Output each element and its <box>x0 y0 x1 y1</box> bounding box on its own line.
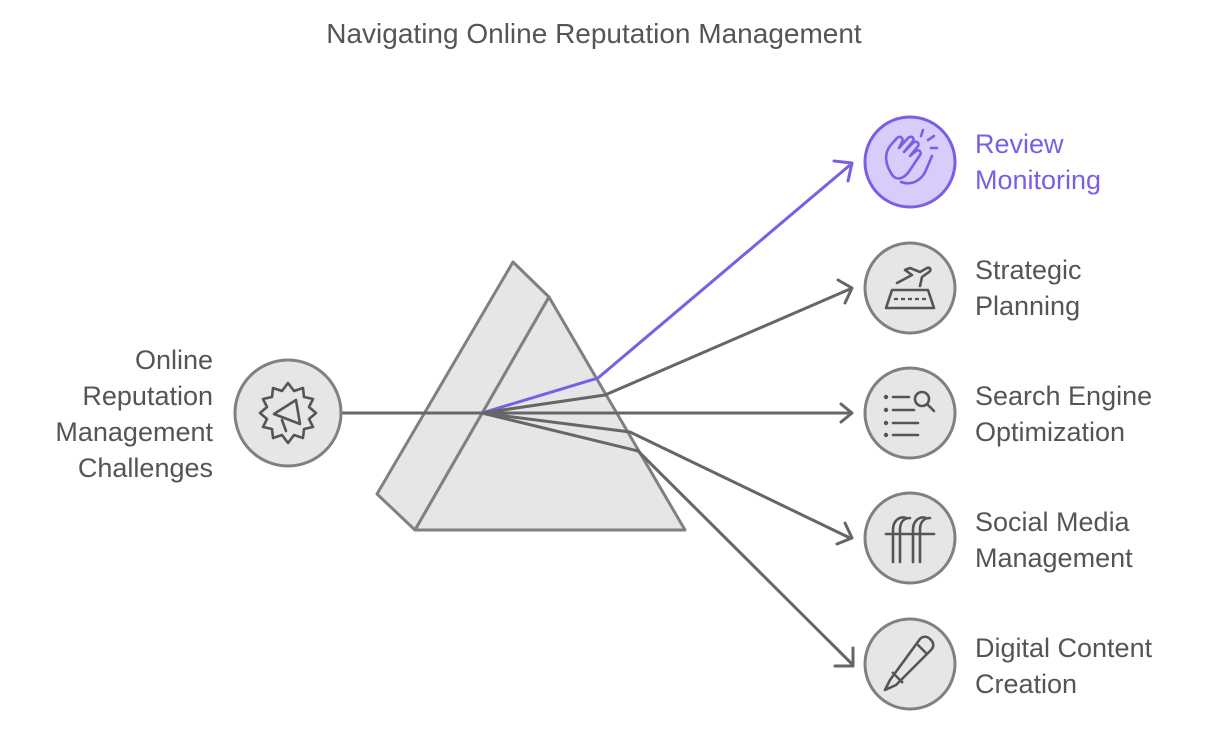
arrowhead-social-media <box>835 521 854 546</box>
gear-megaphone-icon <box>233 358 343 468</box>
pen-icon <box>863 617 957 711</box>
clapping-hands-icon <box>863 115 957 209</box>
search-list-icon <box>863 366 957 460</box>
diagram-title: Navigating Online Reputation Management <box>326 18 862 49</box>
output-label-line: Social Media <box>975 507 1130 537</box>
arrowhead-review-monitoring <box>832 159 854 183</box>
output-label-line: Monitoring <box>975 165 1102 195</box>
output-label-line: Strategic <box>975 255 1082 285</box>
arrowhead-search-engine <box>839 402 854 424</box>
output-label-digital-content-creation: Digital Content Creation <box>975 630 1200 702</box>
beam-social-media <box>481 411 851 540</box>
beam-strategic-planning <box>481 287 851 415</box>
output-label-line: Search Engine <box>975 381 1153 411</box>
output-label-search-engine-optimization: Search Engine Optimization <box>975 378 1200 450</box>
output-label-strategic-planning: Strategic Planning <box>975 252 1200 324</box>
output-label-line: Digital Content <box>975 633 1153 663</box>
output-label-line: Review <box>975 129 1064 159</box>
output-label-line: Optimization <box>975 417 1126 447</box>
source-label-line: Management <box>55 417 213 447</box>
beam-digital-content <box>481 411 854 666</box>
beam-review-monitoring <box>481 163 851 415</box>
airport-runway-icon <box>863 241 957 335</box>
source-label-line: Challenges <box>77 453 213 483</box>
output-label-line: Creation <box>975 669 1078 699</box>
source-label: Online Reputation Management Challenges <box>20 342 213 486</box>
output-label-review-monitoring: Review Monitoring <box>975 126 1200 198</box>
output-label-social-media-management: Social Media Management <box>975 504 1200 576</box>
arrowhead-strategic-planning <box>836 278 854 305</box>
source-label-line: Online <box>134 345 213 375</box>
output-label-line: Planning <box>975 291 1081 321</box>
output-label-line: Management <box>975 543 1133 573</box>
ff-ligature-icon <box>863 491 957 585</box>
arrowhead-digital-content <box>833 646 855 668</box>
source-label-line: Reputation <box>82 381 213 411</box>
